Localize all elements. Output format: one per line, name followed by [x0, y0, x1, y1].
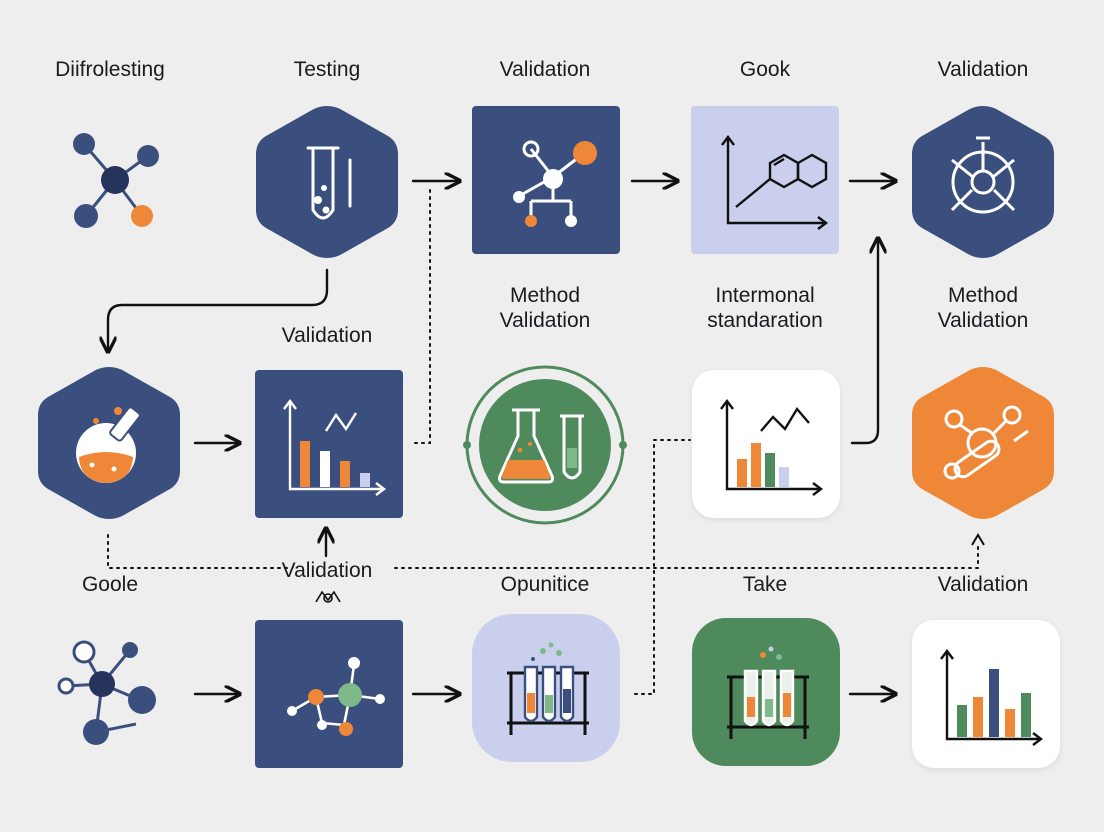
- flask-icon: [76, 406, 141, 483]
- molecule-tree-icon: [513, 140, 597, 227]
- label-validation-r1c5: Validation: [937, 58, 1029, 81]
- label-opunitice: Opunitice: [500, 573, 590, 596]
- node-r2c1: [34, 363, 184, 523]
- node-r1c5: [908, 102, 1058, 262]
- label-method-validation-r2c3: Method Validation: [499, 284, 591, 332]
- node-r1c4: [691, 106, 839, 254]
- network-icon: [57, 640, 156, 745]
- node-r1c2: [252, 102, 402, 262]
- label-diifrolesting: Diifrolesting: [55, 58, 165, 81]
- node-r2c3: [460, 360, 630, 530]
- node-r1c1: [60, 122, 170, 232]
- label-gook: Gook: [739, 58, 791, 81]
- small-glyph-icon: [315, 590, 341, 603]
- dotted-link-4: [634, 439, 691, 695]
- test-tube-rack-icon: [507, 642, 589, 735]
- molecule-network-icon: [73, 133, 159, 228]
- test-tube-rack-green-icon: [727, 646, 809, 739]
- bar-line-chart-icon: [720, 399, 823, 496]
- node-r2c2: [255, 370, 403, 518]
- node-r1c3: [472, 106, 620, 254]
- node-r3c3: [472, 614, 620, 762]
- arrow-testing-to-flask: [108, 268, 329, 350]
- node-r3c2: [255, 620, 403, 768]
- dotted-link-3: [394, 544, 979, 569]
- bar-chart-white-icon: [940, 649, 1043, 746]
- label-validation-r3c5: Validation: [937, 573, 1029, 596]
- molecule-model-icon: [287, 657, 385, 736]
- molecule-orange-icon: [943, 405, 1029, 480]
- node-r2c5: [908, 363, 1058, 523]
- label-method-validation-r2c5: Method Validation: [937, 284, 1029, 332]
- label-validation-r2c2: Validation: [281, 324, 373, 347]
- dotted-link-2: [107, 534, 291, 569]
- bar-chart-icon: [283, 399, 386, 496]
- benzene-chart-icon: [721, 135, 828, 230]
- flask-and-tube-icon: [463, 365, 627, 525]
- test-tube-icon: [306, 146, 352, 220]
- target-reticle-icon: [950, 136, 1016, 214]
- node-r3c1: [50, 630, 170, 750]
- arrow-chart-up: [850, 240, 878, 445]
- node-r2c4: [692, 370, 840, 518]
- label-validation-r3c2: Validation: [281, 559, 373, 582]
- label-validation-r1c3: Validation: [499, 58, 591, 81]
- node-r3c5: [912, 620, 1060, 768]
- arrowhead-dotted: [971, 533, 985, 546]
- dotted-link-1: [414, 184, 431, 444]
- label-goole: Goole: [81, 573, 139, 596]
- label-intermonal-standaration: Intermonal standaration: [707, 284, 823, 332]
- node-r3c4: [692, 618, 840, 766]
- label-take: Take: [742, 573, 788, 596]
- label-testing: Testing: [293, 58, 361, 81]
